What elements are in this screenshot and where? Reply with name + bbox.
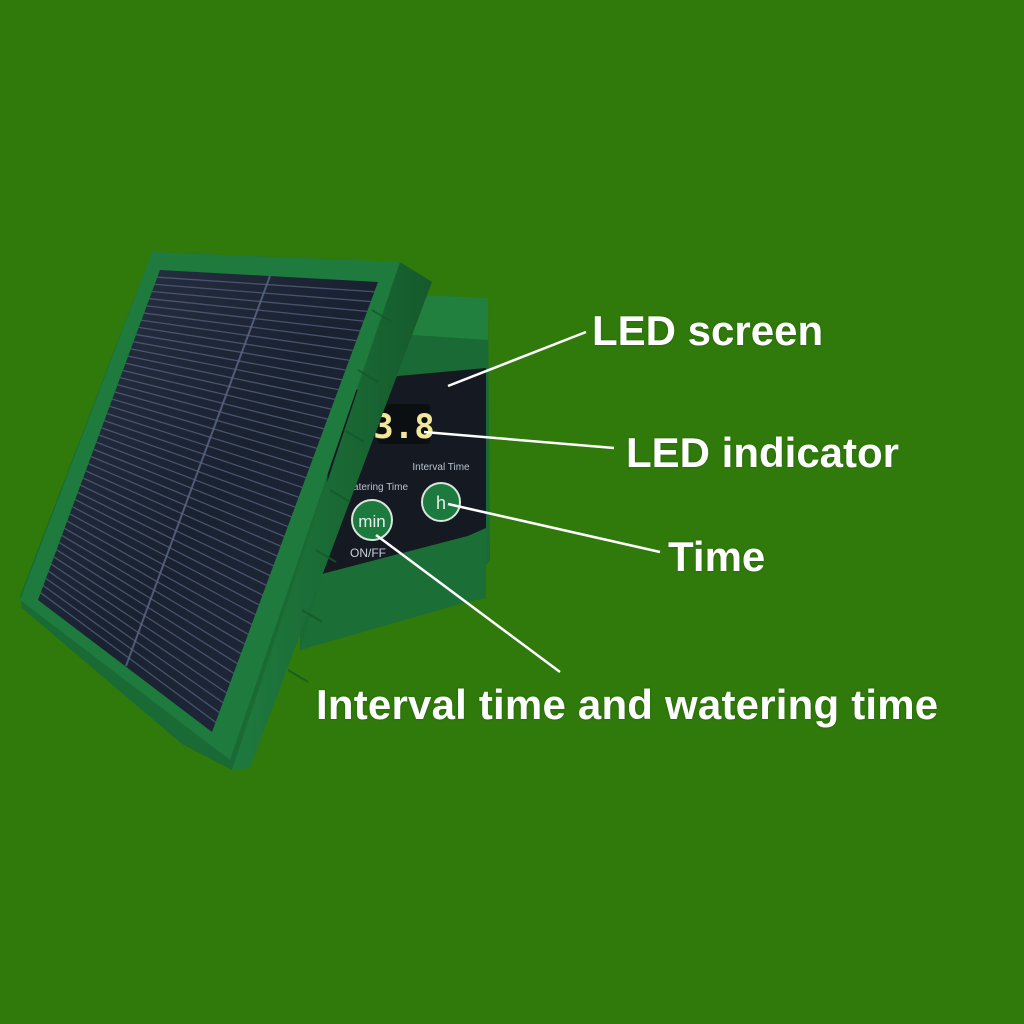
callout-led-screen: LED screen (592, 307, 824, 354)
cell-stripe (40, 592, 216, 723)
callout-led-indicator: LED indicator (626, 429, 900, 476)
led-digits: 3.8 (373, 407, 434, 447)
cell-stripe (96, 441, 292, 518)
cell-stripe (151, 290, 368, 312)
interval-time-label: Interval Time (412, 462, 470, 473)
callout-interval-watering-time: Interval time and watering time (316, 681, 939, 728)
solar-panel (20, 252, 432, 770)
cell-stripe (141, 319, 353, 352)
cell-stripe (106, 412, 307, 479)
leader-line-led-indicator (423, 430, 615, 450)
callout-lines (375, 330, 661, 674)
cell-stripe (93, 448, 289, 528)
watering-time-label: Watering Time (344, 482, 409, 493)
leader-line-interval (375, 533, 561, 674)
cell-stripe (64, 527, 249, 635)
cell-stripe (120, 376, 325, 430)
cell-stripe (72, 506, 260, 606)
cell-stripe (128, 355, 335, 401)
led-display: 3.8 (373, 404, 435, 447)
leader-line-led-screen (447, 330, 587, 388)
cell-stripe (130, 348, 339, 391)
cell-stripe (85, 470, 278, 557)
callout-time: Time (668, 533, 766, 580)
cell-stripe (80, 484, 271, 577)
hour-button[interactable]: h (421, 482, 461, 522)
cell-stripe (114, 391, 317, 449)
cell-stripe (125, 362, 332, 410)
cell-stripe (98, 434, 296, 508)
cell-stripe (138, 326, 350, 361)
min-button[interactable]: min (351, 499, 393, 541)
cell-stripe (69, 513, 256, 616)
cell-stripe (50, 563, 231, 684)
solar-cells (38, 270, 378, 732)
cell-stripe (45, 577, 224, 704)
hour-button-label: h (436, 493, 446, 513)
cell-stripe (117, 384, 321, 440)
cell-stripe (42, 585, 220, 713)
cell-stripe (66, 520, 253, 625)
leader-line-time (447, 502, 661, 554)
cell-stripe (122, 369, 328, 420)
cell-stripe (74, 498, 263, 596)
cell-stripe (53, 556, 235, 674)
cell-stripe (133, 341, 343, 381)
cell-stripe (154, 283, 371, 303)
cell-stripe (88, 463, 281, 547)
cell-stripe (77, 491, 267, 586)
onoff-label: ON/FF (350, 546, 386, 560)
cell-stripe (112, 398, 314, 459)
min-button-label: min (358, 512, 385, 531)
cell-stripe (90, 455, 285, 537)
cell-stripe (104, 420, 303, 489)
cell-stripe (56, 549, 238, 665)
cell-stripe (61, 534, 245, 645)
cell-stripe (82, 477, 274, 567)
cell-stripe (144, 312, 357, 342)
cell-stripe (136, 333, 346, 371)
cell-stripe (146, 305, 361, 332)
cell-stripe (109, 405, 310, 469)
cell-stripe (101, 427, 299, 498)
cell-stripe (58, 542, 242, 655)
cell-stripe (48, 570, 227, 694)
cell-stripe (157, 276, 375, 293)
cell-stripe (149, 298, 364, 322)
